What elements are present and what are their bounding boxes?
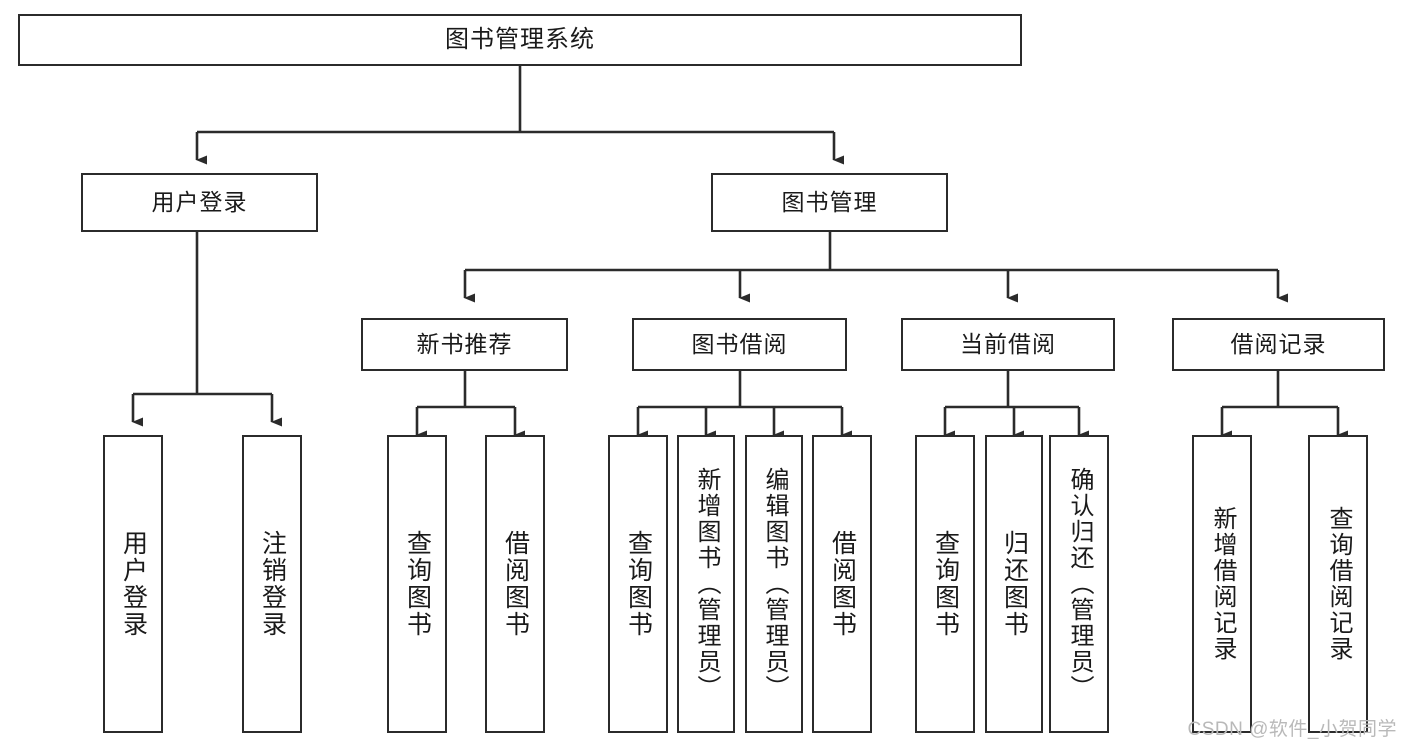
node-label: 编辑图书（管理员） [760,467,788,701]
node-label: 确认归还（管理员） [1065,467,1093,701]
node-leaf-add-record[interactable]: 新增借阅记录 [1192,435,1252,733]
node-leaf-query-book-3[interactable]: 查询图书 [915,435,975,733]
node-borrow-record[interactable]: 借阅记录 [1172,318,1385,371]
node-book-manage[interactable]: 图书管理 [711,173,948,232]
node-current-borrow[interactable]: 当前借阅 [901,318,1115,371]
node-label: 借阅图书 [828,530,857,638]
node-leaf-query-record[interactable]: 查询借阅记录 [1308,435,1368,733]
node-leaf-user-login[interactable]: 用户登录 [103,435,163,733]
watermark-text: CSDN @软件_小贺同学 [1187,719,1397,740]
node-label: 当前借阅 [960,330,1056,357]
node-label: 借阅图书 [501,530,530,638]
node-leaf-query-book-2[interactable]: 查询图书 [608,435,668,733]
node-label: 注销登录 [258,530,287,638]
node-label: 图书借阅 [691,330,788,357]
node-new-book-rec[interactable]: 新书推荐 [361,318,568,371]
node-leaf-edit-book[interactable]: 编辑图书（管理员） [745,435,803,733]
node-leaf-confirm-return[interactable]: 确认归还（管理员） [1049,435,1109,733]
node-label: 图书管理系统 [445,25,595,53]
node-label: 用户登录 [151,188,248,215]
node-label: 新增图书（管理员） [692,467,720,701]
node-leaf-borrow-book-2[interactable]: 借阅图书 [812,435,872,733]
node-label: 归还图书 [1000,530,1029,638]
node-leaf-user-logout[interactable]: 注销登录 [242,435,302,733]
node-label: 用户登录 [119,530,148,638]
node-leaf-add-book[interactable]: 新增图书（管理员） [677,435,735,733]
node-user-login[interactable]: 用户登录 [81,173,318,232]
node-label: 查询图书 [624,530,653,638]
node-leaf-query-book-1[interactable]: 查询图书 [387,435,447,733]
node-label: 查询图书 [403,530,432,638]
node-label: 新增借阅记录 [1208,506,1236,662]
node-label: 借阅记录 [1230,330,1327,357]
node-book-borrow[interactable]: 图书借阅 [632,318,847,371]
node-label: 图书管理 [781,188,878,215]
node-leaf-borrow-book-1[interactable]: 借阅图书 [485,435,545,733]
node-label: 新书推荐 [416,330,513,357]
node-root-system[interactable]: 图书管理系统 [18,14,1022,66]
node-label: 查询借阅记录 [1324,506,1352,662]
node-label: 查询图书 [931,530,960,638]
node-leaf-return-book[interactable]: 归还图书 [985,435,1043,733]
